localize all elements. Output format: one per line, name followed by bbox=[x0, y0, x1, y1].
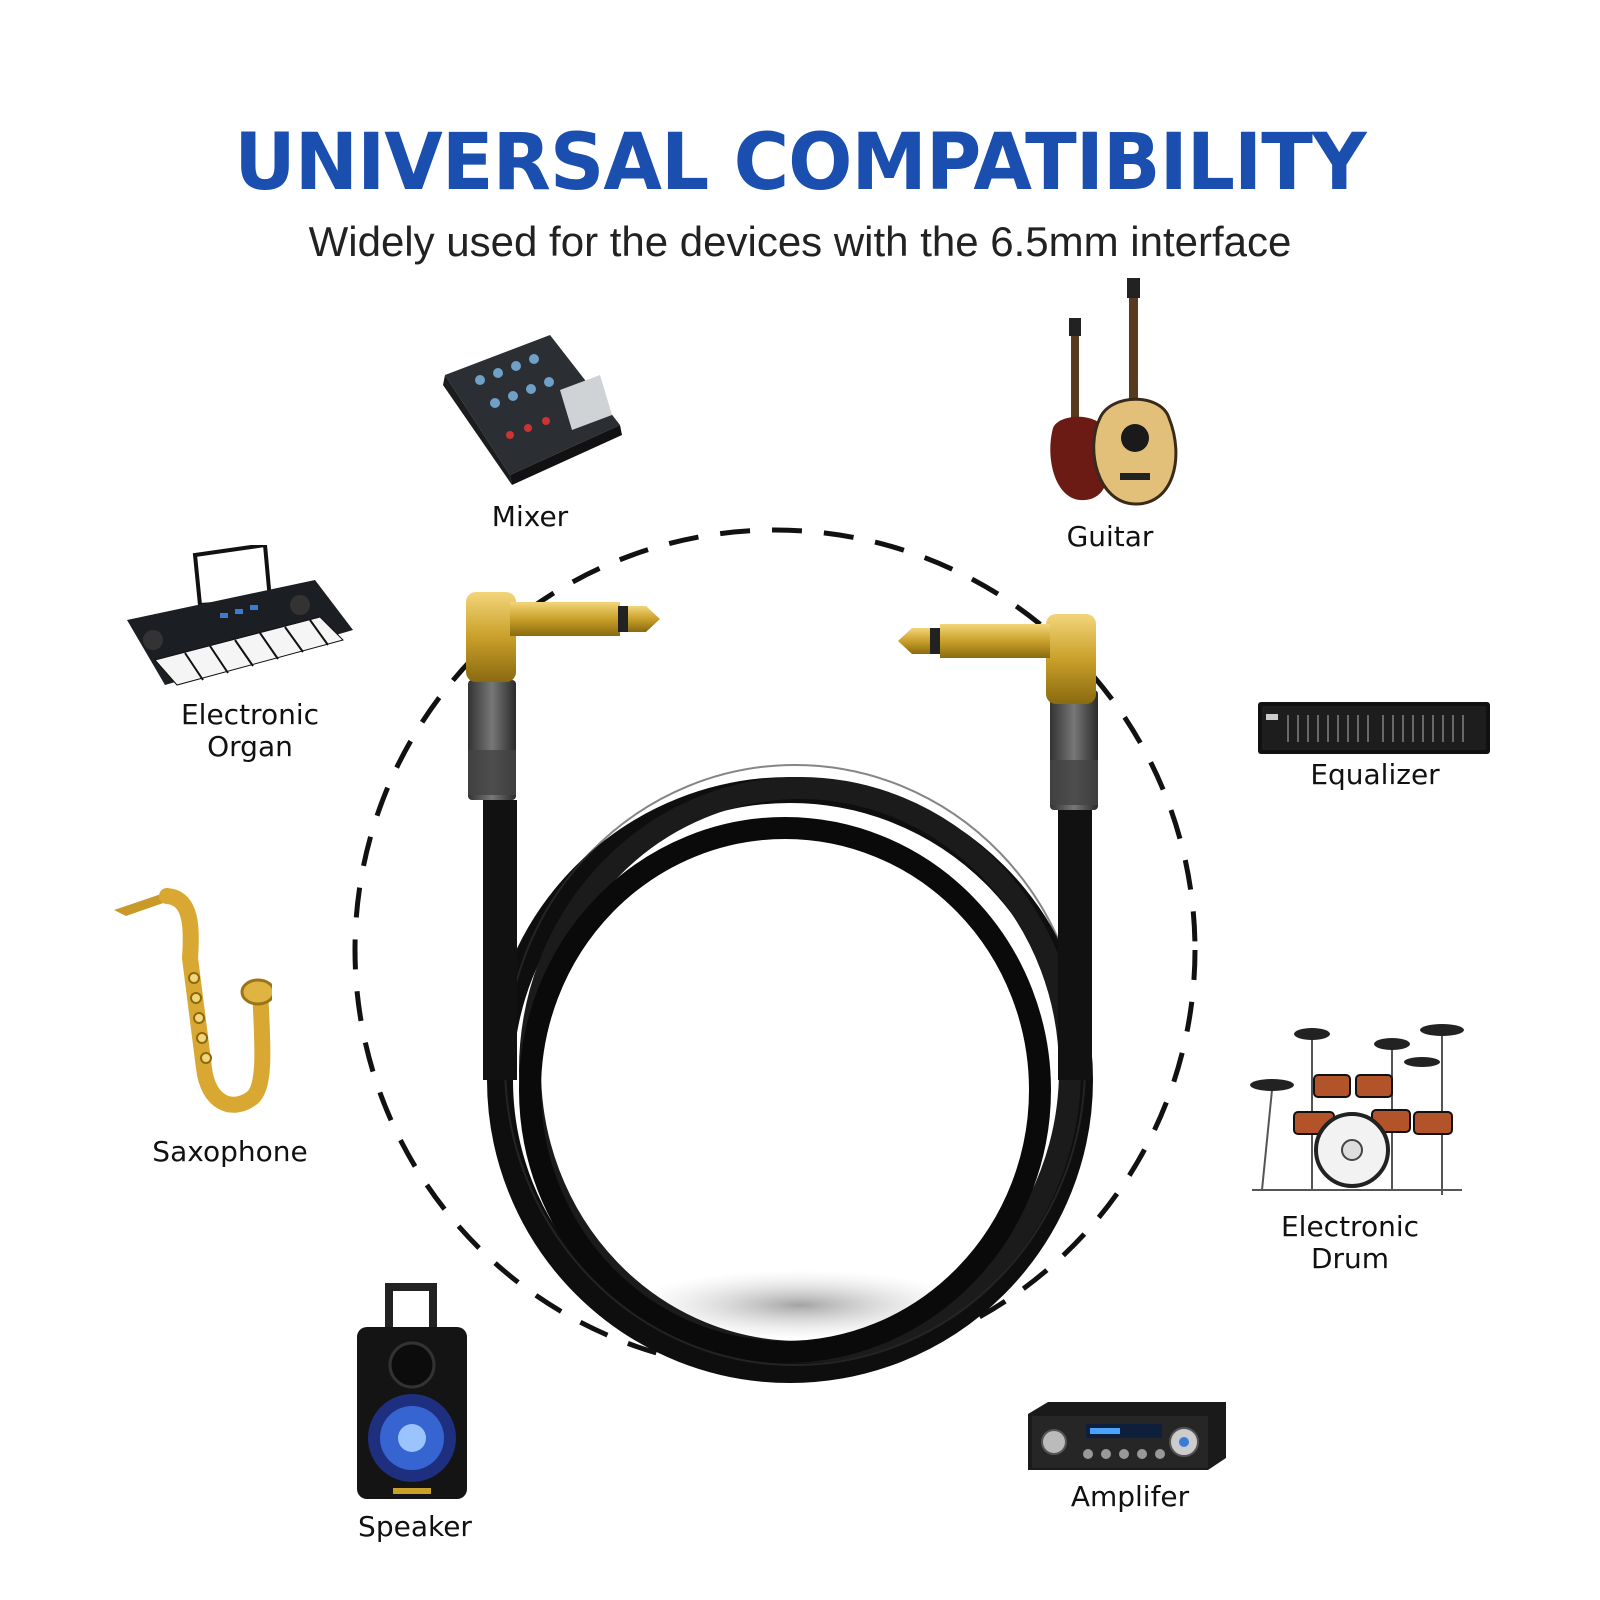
speaker-image bbox=[357, 1283, 467, 1499]
equalizer-image bbox=[1258, 702, 1490, 754]
page-subtitle: Widely used for the devices with the 6.5… bbox=[308, 218, 1292, 265]
speaker-label: Speaker bbox=[358, 1510, 472, 1543]
cable-illustration bbox=[352, 527, 1198, 1383]
equalizer-label: Equalizer bbox=[1310, 758, 1440, 791]
organ-label-line2: Organ bbox=[207, 730, 293, 763]
dashed-circle bbox=[352, 527, 1198, 1373]
saxophone-image bbox=[114, 888, 272, 1113]
guitar-image bbox=[1050, 278, 1178, 506]
amplifier-label: Amplifer bbox=[1070, 1480, 1190, 1513]
guitar-label: Guitar bbox=[1066, 520, 1154, 553]
mixer-label: Mixer bbox=[491, 500, 569, 533]
saxophone-label: Saxophone bbox=[152, 1135, 308, 1168]
mixer-image bbox=[443, 335, 622, 485]
drum-label-line2: Drum bbox=[1310, 1242, 1390, 1275]
electronic-drum-image bbox=[1250, 1024, 1464, 1195]
organ-label-line1: Electronic bbox=[180, 698, 320, 731]
electronic-organ-image bbox=[127, 545, 353, 686]
drum-label-line1: Electronic bbox=[1280, 1210, 1420, 1243]
amplifier-image bbox=[1028, 1402, 1226, 1470]
page-title: UNIVERSAL COMPATIBILITY bbox=[234, 118, 1366, 208]
